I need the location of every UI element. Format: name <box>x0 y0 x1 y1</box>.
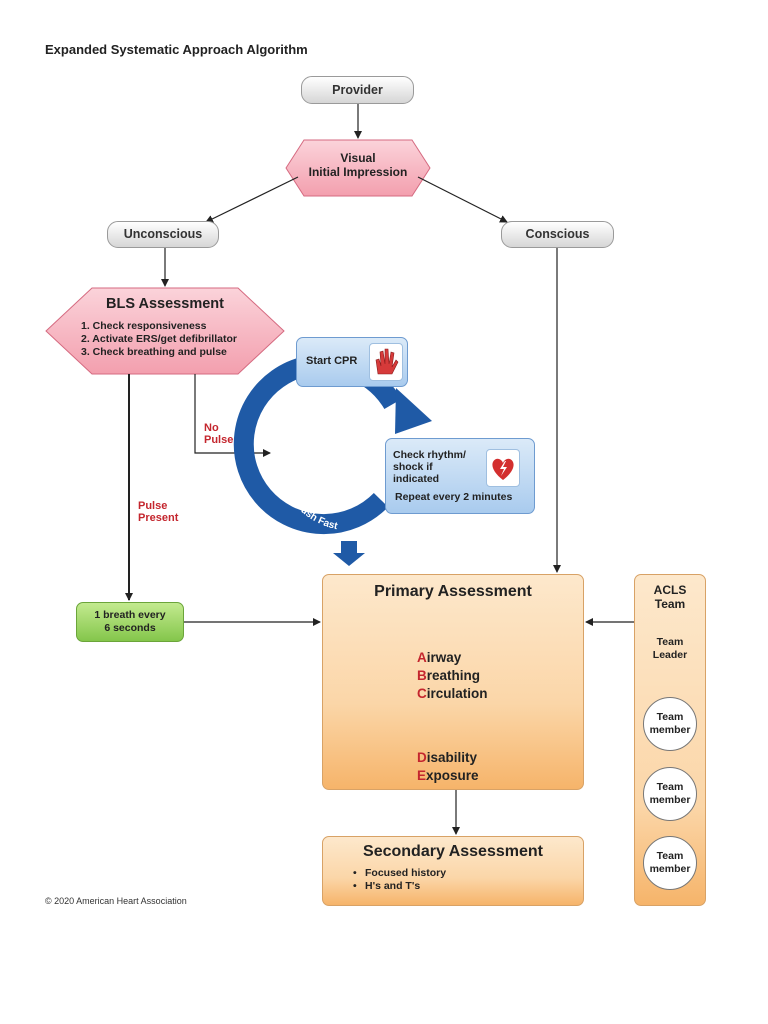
heart-shock-icon <box>486 449 520 487</box>
acls-line-2: Team <box>654 597 686 611</box>
breath-line-2: 6 seconds <box>104 622 156 634</box>
breath-box: 1 breath every 6 seconds <box>76 602 184 642</box>
visual-line-1: Visual <box>340 151 376 165</box>
start-cpr-box: Start CPR <box>296 337 408 387</box>
arrow-visual-to-unconscious <box>205 176 299 223</box>
pulse-present-line-2: Present <box>138 512 179 524</box>
secondary-items: Focused history H's and T's <box>353 867 446 893</box>
cpr-cycle-arrowhead <box>395 388 432 434</box>
repeat-label: Repeat every 2 minutes <box>395 491 513 503</box>
no-pulse-label: No Pulse <box>204 422 233 446</box>
visual-impression-hexagon <box>285 139 431 197</box>
cycle-down-arrow <box>333 541 365 566</box>
provider-node: Provider <box>301 76 414 104</box>
copyright: © 2020 American Heart Association <box>45 896 187 906</box>
pulse-present-label: Pulse Present <box>138 500 178 524</box>
bls-assessment-hexagon <box>45 287 285 375</box>
conscious-node: Conscious <box>501 221 614 248</box>
team-leader-line-1: Team <box>656 636 684 648</box>
cpr-cycle-ring <box>233 354 402 535</box>
check-rhythm-line-2: shock if <box>393 461 433 473</box>
page-title: Expanded Systematic Approach Algorithm <box>45 42 308 57</box>
de-disability: Disability <box>417 750 478 765</box>
acls-line-1: ACLS <box>653 583 687 597</box>
arrow-visual-to-conscious <box>417 176 508 223</box>
no-pulse-line-2: Pulse <box>204 434 234 446</box>
pulse-present-line-1: Pulse <box>138 500 168 512</box>
provider-label: Provider <box>332 83 383 97</box>
de-list: Disability Exposure <box>417 749 479 785</box>
acls-title: ACLS Team <box>635 583 705 611</box>
abc-circulation: Circulation <box>417 686 488 701</box>
secondary-title: Secondary Assessment <box>363 843 543 860</box>
check-rhythm-label: Check rhythm/ shock if indicated <box>393 449 466 485</box>
start-cpr-label: Start CPR <box>306 355 358 367</box>
abc-airway: Airway <box>417 650 462 665</box>
secondary-item-focused-history: Focused history <box>353 867 446 880</box>
secondary-item-hs-ts: H's and T's <box>353 880 446 893</box>
check-rhythm-box: Check rhythm/ shock if indicated Repeat … <box>385 438 535 514</box>
bls-step-3: 3. Check breathing and pulse <box>81 346 227 358</box>
primary-assessment-box: Primary Assessment Airway Breathing Circ… <box>322 574 584 790</box>
unconscious-label: Unconscious <box>123 227 203 241</box>
bls-steps: 1. Check responsiveness 2. Activate ERS/… <box>81 320 281 359</box>
abc-breathing: Breathing <box>417 668 481 683</box>
team-leader-line-2: Leader <box>652 649 688 661</box>
no-pulse-line-1: No <box>204 422 219 434</box>
primary-title: Primary Assessment <box>374 583 532 600</box>
secondary-assessment-box: Secondary Assessment Focused history H's… <box>322 836 584 906</box>
check-rhythm-line-1: Check rhythm/ <box>393 449 466 461</box>
check-rhythm-line-3: indicated <box>393 473 440 485</box>
conscious-label: Conscious <box>525 227 590 241</box>
breath-line-1: 1 breath every <box>94 609 166 621</box>
bls-step-1: 1. Check responsiveness <box>81 320 207 332</box>
abc-list: Airway Breathing Circulation <box>417 649 488 703</box>
visual-impression-label: Visual Initial Impression <box>296 151 420 179</box>
unconscious-node: Unconscious <box>107 221 219 248</box>
bls-title: BLS Assessment <box>106 296 224 312</box>
team-leader-label: Team Leader <box>644 636 696 662</box>
visual-line-2: Initial Impression <box>308 165 408 179</box>
hands-icon <box>369 343 403 381</box>
de-exposure: Exposure <box>417 768 479 783</box>
breath-label: 1 breath every 6 seconds <box>77 609 183 635</box>
bls-step-2: 2. Activate ERS/get defibrillator <box>81 333 237 345</box>
